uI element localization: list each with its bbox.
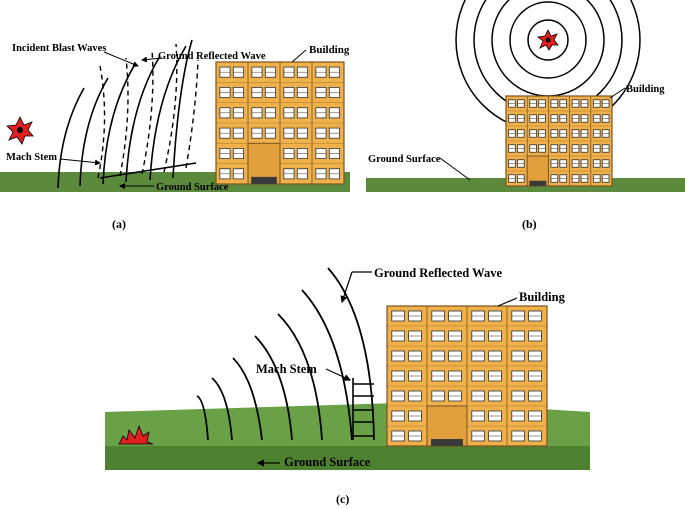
panel-b: Building Ground Surface (b) [366,0,685,231]
panel-c-building [386,305,548,447]
panel-c-blast-waves [196,267,375,441]
panel-c-mach-stem [352,378,374,440]
panel-c-building-label: Building [519,290,566,304]
panel-a-building [215,61,345,185]
panel-a: Incident Blast Waves Ground Reflected Wa… [0,39,350,231]
panel-b-explosion-icon [537,29,559,51]
panel-c-explosion-icon [118,424,154,445]
panel-c-reflected-label: Ground Reflected Wave [374,266,502,280]
panel-a-mach-stem-line [99,162,197,179]
panel-c-mach-label: Mach Stem [256,362,317,376]
panel-a-ground-label: Ground Surface [156,182,229,193]
panel-a-building-label: Building [309,44,350,56]
panel-a-reflected-waves [97,43,199,179]
building-door [431,439,463,446]
panel-c: Ground Reflected Wave Building Mach Stem… [105,266,590,506]
panel-a-reflected-label: Ground Reflected Wave [158,51,266,62]
building-door [251,176,277,184]
panel-c-ground-label: Ground Surface [284,455,371,469]
panel-b-caption: (b) [522,217,537,231]
panel-a-incident-label: Incident Blast Waves [12,43,106,54]
panel-b-building-label: Building [626,84,665,95]
panel-b-blast-rings [455,0,641,133]
panel-a-explosion-icon [6,116,34,145]
panel-b-ground-label: Ground Surface [368,154,441,165]
panel-c-caption: (c) [336,492,349,506]
panel-a-mach-label: Mach Stem [6,152,57,163]
panel-a-caption: (a) [112,217,126,231]
panel-b-building [505,95,613,187]
panel-c-ground-front [105,446,590,470]
building-door [529,180,547,186]
panel-a-incident-waves [57,39,193,189]
